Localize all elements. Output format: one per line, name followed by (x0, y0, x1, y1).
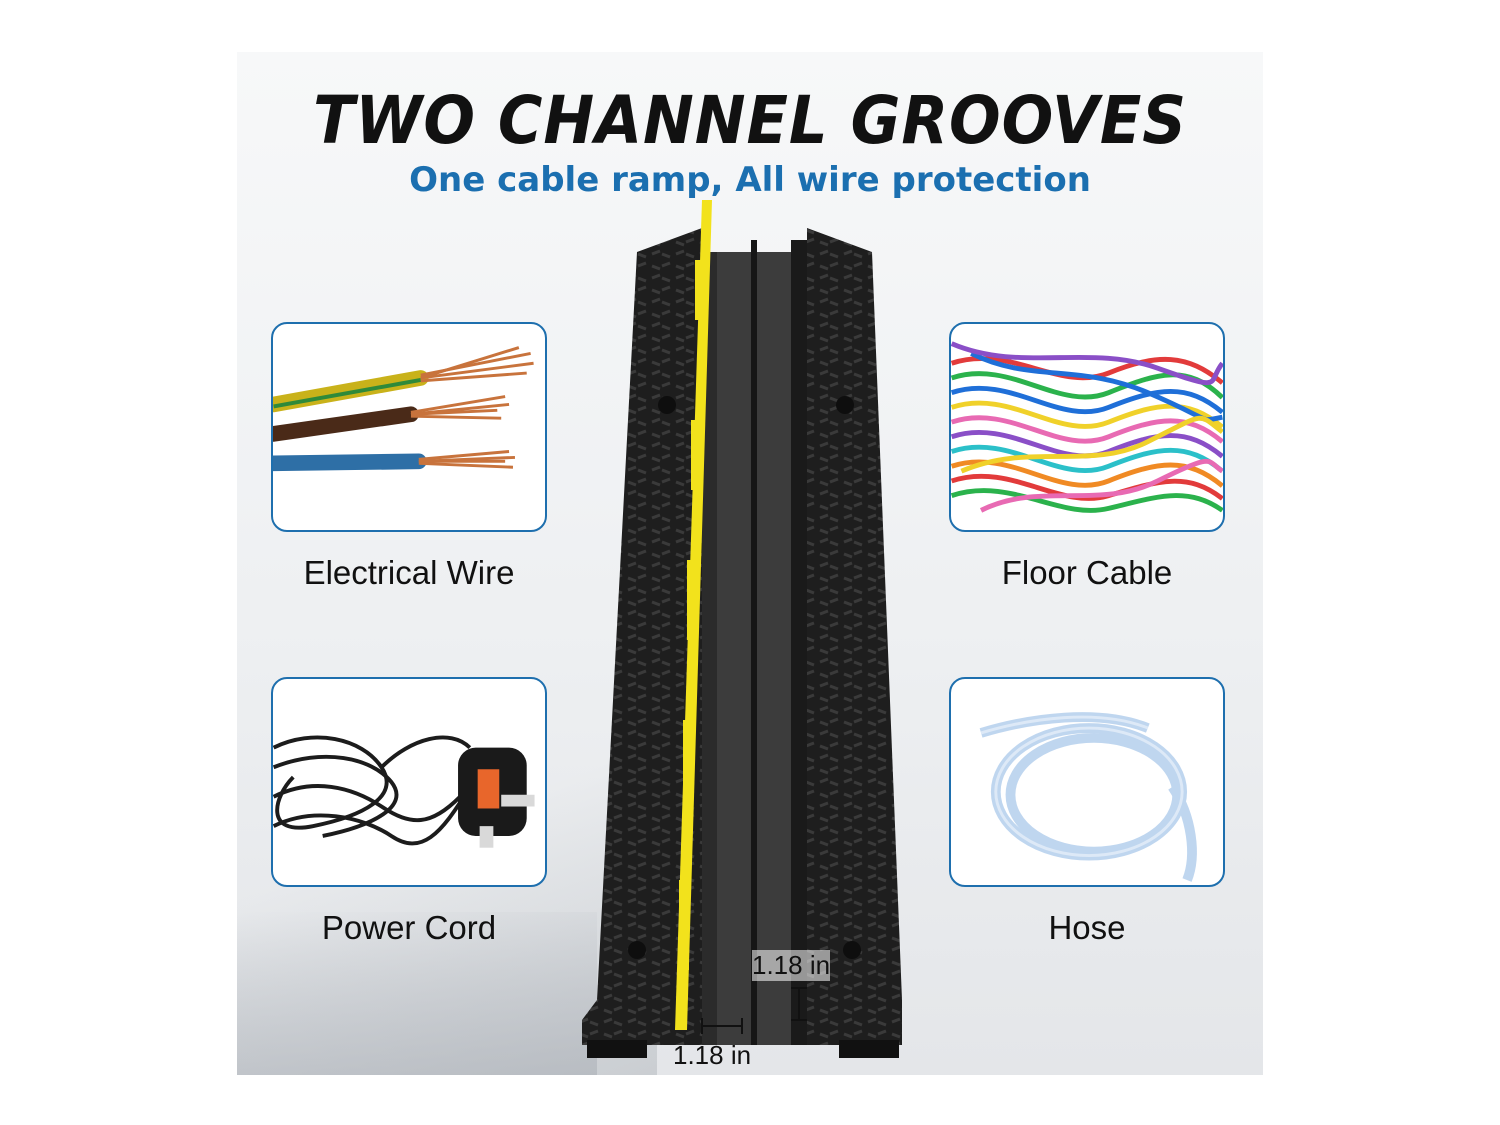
hose-image (979, 712, 1197, 882)
floor-cable-card (949, 322, 1225, 532)
page-subtitle: One cable ramp, All wire protection (409, 160, 1091, 200)
page-title: TWO CHANNEL GROOVES (313, 82, 1187, 159)
electrical-wire-image (273, 346, 534, 472)
product-canvas: TWO CHANNEL GROOVES One cable ramp, All … (237, 52, 1263, 1075)
hose-card (949, 677, 1225, 887)
power-cord-card (271, 677, 547, 887)
floor-cable-label: Floor Cable (1001, 554, 1173, 591)
cable-ramp-image (582, 200, 902, 1058)
floor-cable-image (951, 341, 1223, 513)
electrical-wire-label: Electrical Wire (303, 554, 515, 591)
power-cord-image (273, 735, 535, 848)
power-cord-label: Power Cord (321, 909, 497, 946)
electrical-wire-card (271, 322, 547, 532)
hose-label: Hose (1048, 909, 1126, 946)
floor-shadow (237, 912, 597, 1075)
height-dimension-label: 1.18 in (752, 950, 831, 981)
width-dimension-label: 1.18 in (673, 1040, 752, 1070)
